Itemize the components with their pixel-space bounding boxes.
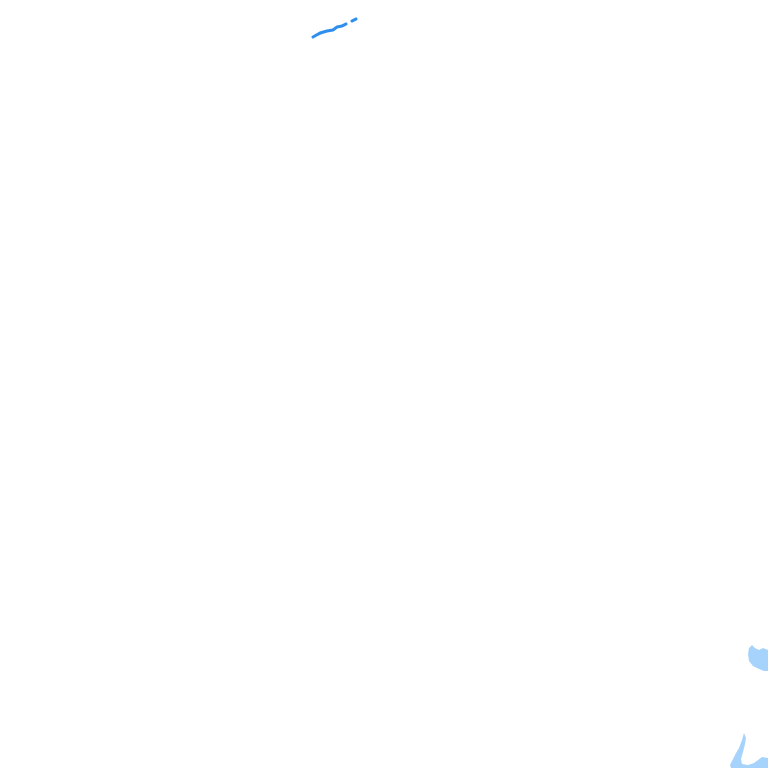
water-body-feature	[730, 733, 768, 768]
water-layer	[311, 17, 768, 768]
stream-feature-highlight	[315, 29, 335, 37]
water-body-feature	[748, 645, 768, 671]
